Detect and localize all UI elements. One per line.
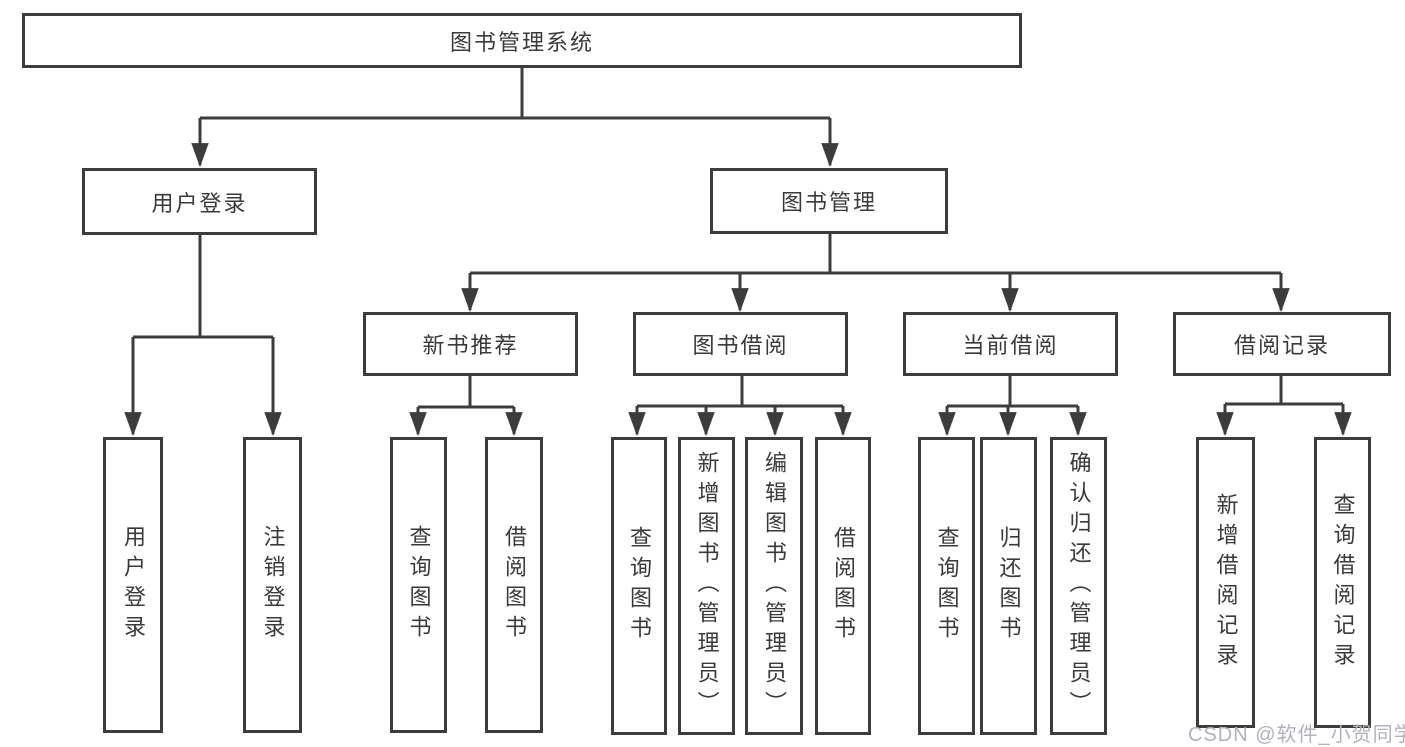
leaf-borrow-add-books-admin: 新增图书（管理员） <box>678 437 735 735</box>
leaf-user-login: 用户登录 <box>103 437 163 733</box>
connector-borrow-records-children <box>1216 375 1352 437</box>
node-borrowing-records: 借阅记录 <box>1173 312 1391 376</box>
node-new-book-recommend: 新书推荐 <box>363 312 578 376</box>
connector-user-login-children <box>124 235 282 437</box>
node-user-login-label: 用户登录 <box>151 190 248 216</box>
leaf-current-query-books-label: 查询图书 <box>934 526 960 646</box>
leaf-newbooks-query-books: 查询图书 <box>390 437 447 733</box>
csdn-watermark: CSDN @软件_小贺同学 <box>1188 724 1405 746</box>
node-current-borrowing-label: 当前借阅 <box>962 333 1059 358</box>
node-borrowing-records-label: 借阅记录 <box>1233 333 1330 358</box>
leaf-newbooks-query-books-label: 查询图书 <box>406 525 432 645</box>
node-root: 图书管理系统 <box>22 13 1022 68</box>
leaf-records-add-record-label: 新增借阅记录 <box>1213 492 1239 673</box>
leaf-current-return-books-label: 归还图书 <box>996 526 1022 646</box>
leaf-current-confirm-return-admin: 确认归还（管理员） <box>1050 437 1107 735</box>
leaf-borrow-borrow-books: 借阅图书 <box>815 437 871 735</box>
connector-book-borrow-children <box>628 376 852 437</box>
connector-book-management-to-level3 <box>461 234 1290 313</box>
leaf-borrow-query-books-label: 查询图书 <box>627 526 652 646</box>
leaf-current-confirm-return-admin-label: 确认归还（管理员） <box>1066 451 1092 721</box>
node-root-label: 图书管理系统 <box>449 29 594 55</box>
leaf-newbooks-borrow-books-label: 借阅图书 <box>502 525 527 645</box>
node-new-book-recommend-label: 新书推荐 <box>422 333 519 358</box>
node-user-login: 用户登录 <box>82 168 317 235</box>
connector-current-borrow-children <box>938 376 1087 437</box>
node-current-borrowing: 当前借阅 <box>903 312 1118 376</box>
leaf-borrow-edit-books-admin: 编辑图书（管理员） <box>745 437 803 735</box>
leaf-newbooks-borrow-books: 借阅图书 <box>485 437 543 733</box>
leaf-borrow-borrow-books-label: 借阅图书 <box>831 526 856 646</box>
leaf-borrow-query-books: 查询图书 <box>611 437 667 735</box>
connector-root-to-level2 <box>191 68 839 168</box>
leaf-current-query-books: 查询图书 <box>918 437 975 735</box>
connector-new-books-children <box>409 376 523 437</box>
leaf-borrow-edit-books-admin-label: 编辑图书（管理员） <box>762 451 787 721</box>
leaf-user-login-label: 用户登录 <box>121 525 146 645</box>
leaf-borrow-add-books-admin-label: 新增图书（管理员） <box>694 451 720 721</box>
node-book-borrowing: 图书借阅 <box>633 312 848 376</box>
leaf-current-return-books: 归还图书 <box>980 437 1037 735</box>
leaf-records-query-record-label: 查询借阅记录 <box>1330 492 1356 673</box>
node-book-borrowing-label: 图书借阅 <box>692 333 789 358</box>
leaf-records-query-record: 查询借阅记录 <box>1314 437 1371 728</box>
leaf-logout: 注销登录 <box>243 437 302 733</box>
leaf-records-add-record: 新增借阅记录 <box>1196 437 1255 728</box>
leaf-logout-label: 注销登录 <box>260 525 286 645</box>
node-book-management: 图书管理 <box>710 168 948 234</box>
node-book-management-label: 图书管理 <box>780 190 877 215</box>
